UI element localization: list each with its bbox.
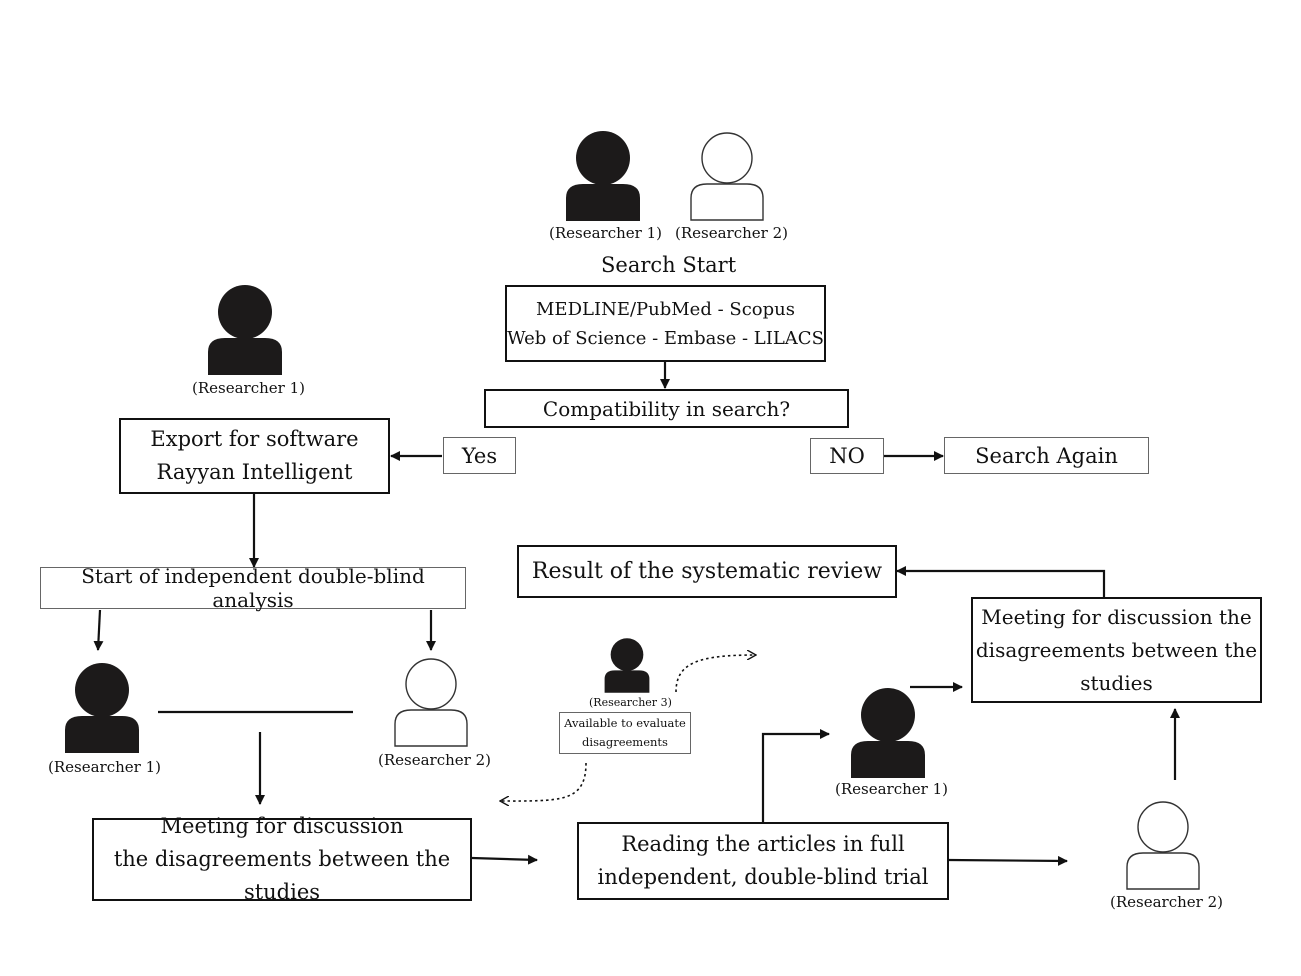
person-outline-icon (1126, 801, 1200, 890)
meeting-right-line-3: studies (1080, 670, 1153, 695)
search-start-label: Search Start (601, 253, 737, 277)
compatibility-box: Compatibility in search? (484, 389, 849, 428)
reading-line-1: Reading the articles in full (621, 832, 905, 856)
available-line-1: Available to evaluate (564, 716, 686, 730)
start-analysis-box: Start of independent double-blind analys… (40, 564, 466, 612)
person-filled-icon (851, 688, 925, 778)
search-again-label: Search Again (975, 443, 1118, 468)
researcher-2-label: (Researcher 2) (378, 751, 491, 769)
person-filled-icon (604, 638, 650, 693)
researcher-1-label: (Researcher 1) (48, 758, 161, 776)
available-line-2: disagreements (582, 735, 668, 749)
meeting-bottom-line-2: the disagreements between the studies (113, 847, 451, 904)
yes-box: Yes (443, 437, 516, 474)
compatibility-label: Compatibility in search? (542, 396, 791, 421)
no-box: NO (810, 438, 884, 474)
researcher-3-label: (Researcher 3) (589, 696, 672, 709)
researcher-2-label: (Researcher 2) (675, 224, 788, 242)
result-label: Result of the systematic review (531, 559, 883, 584)
export-box: Export for software Rayyan Intelligent (119, 418, 390, 494)
arrow-reading-to-r1 (761, 729, 830, 822)
person-filled-icon (65, 663, 139, 753)
start-analysis-label: Start of independent double-blind analys… (81, 564, 425, 612)
yes-label: Yes (461, 443, 498, 468)
available-box: Available to evaluate disagreements (559, 712, 691, 754)
person-outline-icon (690, 132, 764, 221)
researcher-2-label: (Researcher 2) (1110, 893, 1223, 911)
meeting-right-line-1: Meeting for discussion the (981, 604, 1252, 629)
researcher-1-label: (Researcher 1) (549, 224, 662, 242)
no-label: NO (829, 444, 865, 468)
reading-line-2: independent, double-blind trial (597, 865, 929, 889)
result-box: Result of the systematic review (517, 545, 897, 598)
databases-line-1: MEDLINE/PubMed - Scopus (536, 298, 795, 320)
meeting-bottom-box: Meeting for discussion the disagreements… (92, 814, 472, 904)
arrow-reading-to-r2 (948, 855, 1068, 866)
researcher-1-label: (Researcher 1) (835, 780, 948, 798)
databases-box: MEDLINE/PubMed - Scopus Web of Science -… (505, 285, 826, 362)
person-outline-icon (394, 658, 468, 747)
arrow-meeting-right-to-result (896, 566, 1106, 598)
reading-box: Reading the articles in full independent… (577, 822, 949, 900)
search-again-box: Search Again (944, 437, 1149, 474)
arrow-analysis-to-r1 (93, 609, 104, 651)
person-filled-icon (566, 131, 640, 221)
meeting-right-line-2: disagreements between the (975, 637, 1258, 662)
dotted-arrow-r3-out (675, 655, 756, 693)
export-line-2: Rayyan Intelligent (156, 460, 353, 484)
person-filled-icon (208, 285, 282, 375)
export-line-1: Export for software (150, 427, 359, 451)
researcher-1-label: (Researcher 1) (192, 379, 305, 397)
meeting-right-box: Meeting for discussion the disagreements… (971, 597, 1262, 703)
arrow-meeting-to-reading (471, 854, 538, 865)
databases-line-2: Web of Science - Embase - LILACS (507, 327, 824, 349)
dotted-arrow-r3-in (500, 762, 587, 801)
meeting-bottom-line-1: Meeting for discussion (160, 814, 404, 838)
